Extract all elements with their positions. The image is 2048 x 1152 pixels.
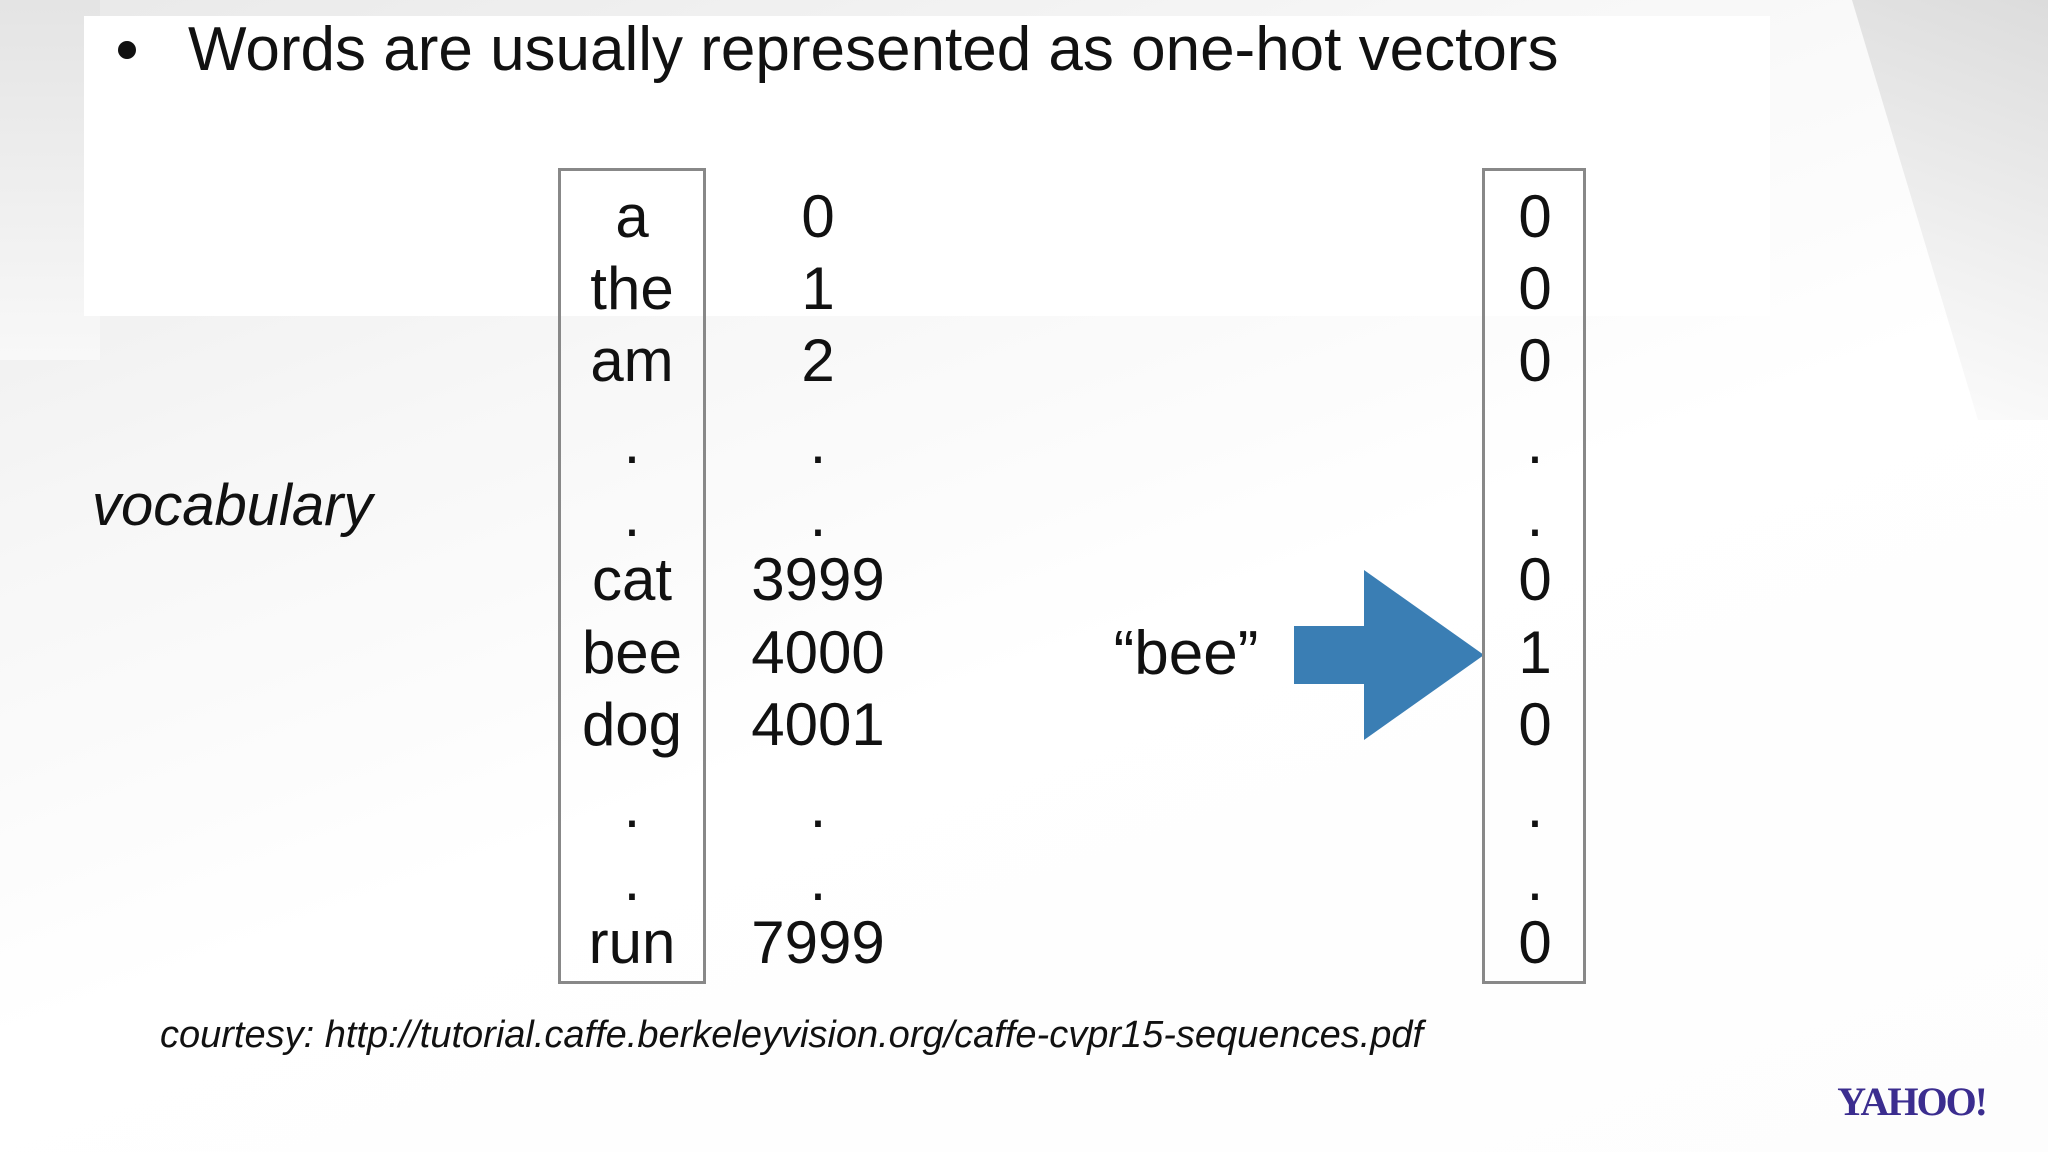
slide-top-panel — [84, 16, 1770, 316]
one-hot-value: . — [1526, 482, 1544, 549]
one-hot-value: 0 — [1518, 255, 1552, 322]
bullet-text: Words are usually represented as one-hot… — [188, 15, 1559, 84]
vocab-index: 4001 — [751, 691, 885, 758]
one-hot-value: 0 — [1518, 327, 1552, 394]
vocab-index: 1 — [801, 255, 835, 322]
yahoo-logo: YAHOO! — [1837, 1079, 1988, 1124]
vocabulary-word-column-box — [558, 168, 706, 984]
vocab-word: am — [590, 327, 674, 394]
one-hot-value: 1 — [1518, 619, 1552, 686]
vocab-word: a — [615, 183, 649, 250]
one-hot-value: . — [1526, 409, 1544, 476]
bullet-icon — [118, 41, 136, 59]
courtesy-citation: courtesy: http://tutorial.caffe.berkeley… — [160, 1014, 1424, 1056]
vocab-index: . — [809, 482, 827, 549]
vocab-index: 3999 — [751, 546, 885, 613]
vocab-word: . — [623, 409, 641, 476]
background-panel-left — [0, 0, 100, 360]
one-hot-value: . — [1526, 846, 1544, 913]
bullet-point: Words are usually represented as one-hot… — [118, 14, 1558, 86]
vocab-word: . — [623, 773, 641, 840]
one-hot-value: 0 — [1518, 183, 1552, 250]
vocab-word: dog — [581, 691, 683, 758]
vocab-index: 4000 — [751, 619, 885, 686]
one-hot-value: . — [1526, 773, 1544, 840]
vocab-index: . — [809, 846, 827, 913]
one-hot-value: 0 — [1518, 546, 1552, 613]
vocab-word: the — [590, 255, 674, 322]
vocab-index: . — [809, 773, 827, 840]
one-hot-vector-box — [1482, 168, 1586, 984]
vocab-word: . — [623, 482, 641, 549]
vocab-word: run — [588, 909, 676, 976]
vocab-index: . — [809, 409, 827, 476]
vocab-index: 7999 — [751, 909, 885, 976]
arrow-right-icon — [1294, 570, 1484, 740]
vocab-index: 0 — [801, 183, 835, 250]
one-hot-value: 0 — [1518, 909, 1552, 976]
background-panel-right — [1852, 0, 2048, 420]
one-hot-value: 0 — [1518, 691, 1552, 758]
vocab-word: . — [623, 846, 641, 913]
input-word-label: “bee” — [1113, 619, 1259, 688]
vocab-word: cat — [591, 546, 673, 613]
vocabulary-label: vocabulary — [92, 473, 373, 538]
vocab-word: bee — [581, 619, 683, 686]
vocab-index: 2 — [801, 327, 835, 394]
